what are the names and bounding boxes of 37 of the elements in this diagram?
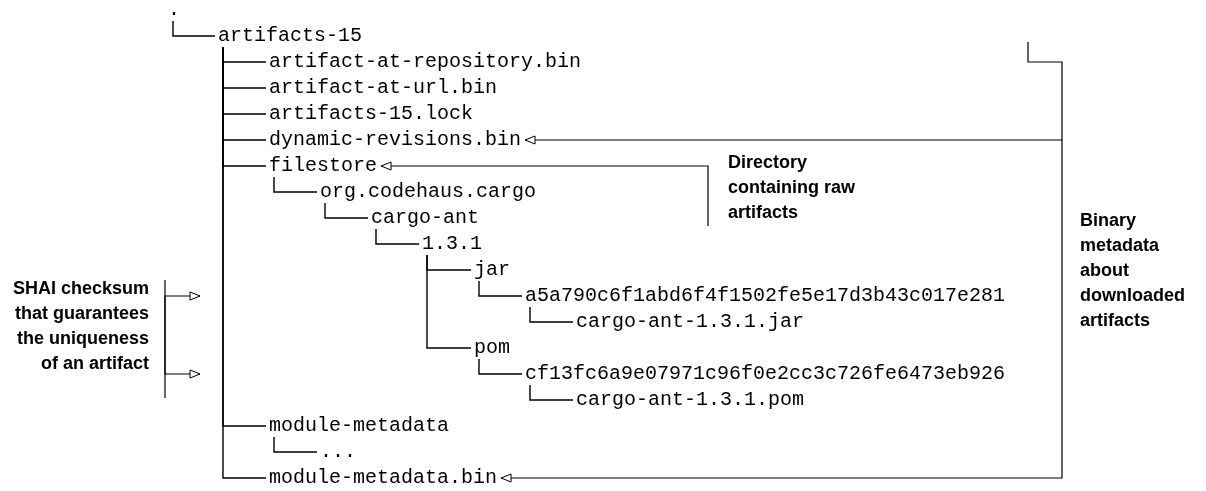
tree-entry: cargo-ant-1.3.1.pom: [576, 389, 805, 411]
tree-entry: artifact-at-url.bin: [269, 77, 498, 99]
tree-entry: pom: [474, 337, 510, 359]
tree-line: [529, 384, 574, 401]
callout-arrow: [164, 291, 201, 337]
tree-entry: cargo-ant: [371, 207, 480, 229]
tree-line: [529, 306, 574, 323]
tree-entry: org.codehaus.cargo: [320, 181, 537, 203]
tree-entry: cf13fc6a9e07971c96f0e2cc3c726fe6473eb926: [525, 363, 1006, 385]
tree-line: [273, 176, 318, 193]
tree-entry: artifacts-15.lock: [269, 103, 474, 125]
tree-line: [172, 20, 216, 37]
tree-entry: module-metadata: [269, 415, 450, 437]
callout-text: SHAI checksum that guarantees the uniqueness of an artifact: [4, 276, 165, 376]
callout-text: Binary metadata about downloaded artifacts: [1062, 208, 1192, 333]
tree-entry: dynamic-revisions.bin: [269, 129, 522, 151]
tree-entry: filestore: [269, 155, 378, 177]
tree-line: [426, 254, 472, 349]
tree-entry: artifact-at-repository.bin: [269, 51, 582, 73]
tree-entry: .: [168, 0, 180, 21]
tree-entry: cargo-ant-1.3.1.jar: [576, 311, 805, 333]
callout-arrow: [524, 135, 1063, 299]
tree-line: [375, 228, 420, 245]
callout-arrow: [500, 297, 1063, 483]
tree-line: [273, 436, 318, 453]
tree-line: [478, 358, 523, 375]
tree-line: [324, 202, 369, 219]
callout-arrow: [380, 161, 709, 227]
tree-entry: artifacts-15: [218, 25, 363, 47]
callout-arrow: [164, 335, 201, 379]
tree-line: [478, 280, 523, 297]
tree-entry: a5a790c6f1abd6f4f1502fe5e17d3b43c017e281: [525, 285, 1006, 307]
tree-entry: ...: [320, 441, 356, 463]
tree-entry: jar: [474, 259, 510, 281]
tree-entry: module-metadata.bin: [269, 467, 498, 489]
tree-entry: 1.3.1: [422, 233, 482, 255]
callout-text: Directory containing raw artifacts: [708, 150, 858, 225]
